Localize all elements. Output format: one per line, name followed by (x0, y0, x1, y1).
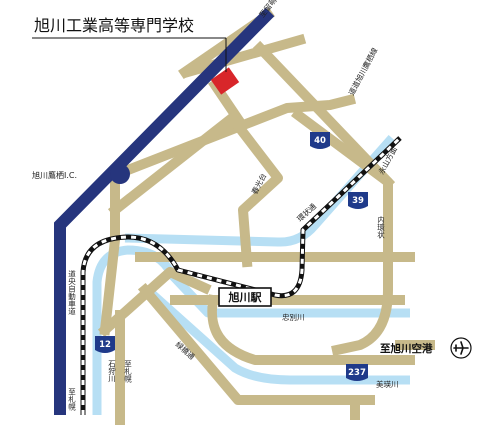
station-box (218, 287, 272, 307)
route-shield-shape (346, 364, 368, 381)
route-shield-shape (348, 192, 368, 209)
road-route12 (97, 267, 212, 338)
road-north-diagonal (252, 40, 396, 190)
label-chubetsu: 忠別川 (282, 313, 305, 322)
station-box-group: 旭川駅 (218, 287, 272, 307)
airport-label: 至旭川空港 (380, 342, 433, 355)
label-ishikari: 石狩川 (107, 360, 116, 383)
route-shield-39: 39 (348, 192, 368, 209)
school-building (210, 67, 240, 95)
road-mid-diagonal (107, 113, 283, 268)
route-shield-number: 39 (352, 196, 364, 206)
label-biei: 美瑛川 (376, 379, 399, 389)
station-label: 旭川駅 (228, 290, 262, 304)
doo-expressway (54, 7, 275, 415)
airplane-icon (450, 337, 472, 359)
railway (80, 136, 402, 415)
chubetsu-river (92, 245, 410, 415)
map-title: 旭川工業高等専門学校 (34, 16, 194, 35)
rail-line-dash (81, 136, 402, 415)
expressway (54, 7, 275, 415)
biei-river (147, 288, 410, 385)
road-school-north (181, 33, 307, 79)
label-expressway: 道央自動車道 (67, 269, 76, 317)
route-shield-number: 237 (348, 368, 366, 378)
road-south-loop (206, 294, 415, 365)
route-shield-shape (310, 132, 330, 149)
label-sapporo-road: 至札幌 (123, 360, 132, 384)
school-marker (32, 37, 240, 95)
route-shield-number: 40 (314, 136, 326, 146)
label-sapporo-exp: 至札幌 (67, 388, 76, 412)
route-shield-12: 12 (95, 336, 115, 353)
route-shield-shape (95, 336, 115, 353)
interchange-label: 旭川鷹栖I.C. (32, 170, 77, 180)
label-nagayama: 道道旭川鷹栖線 (346, 45, 380, 96)
road-ring-west (99, 170, 120, 336)
route-shield-237: 237 (346, 364, 368, 381)
interchange-marker (110, 164, 130, 184)
label-naikan: 内環状 (376, 215, 385, 239)
route-shield-number: 12 (99, 340, 111, 350)
route-shield-40: 40 (310, 132, 330, 149)
road-south-diagonal (137, 282, 375, 405)
ishikari-river (124, 135, 396, 247)
road-ring-north (291, 108, 393, 356)
